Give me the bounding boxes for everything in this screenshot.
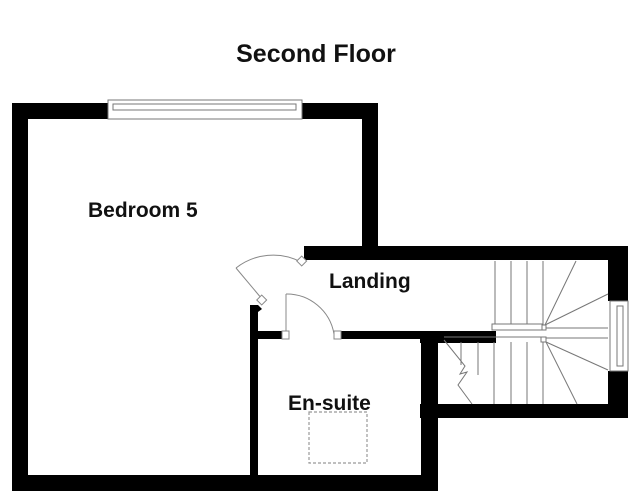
door-bedroom	[235, 254, 308, 306]
wall-partition-left	[250, 305, 258, 480]
door-ensuite	[281, 293, 342, 340]
wall-bottom	[12, 475, 438, 491]
wall-right-upper	[608, 246, 628, 301]
floor-title: Second Floor	[236, 40, 396, 68]
staircase	[443, 260, 609, 405]
ensuite-fixture-outline	[308, 411, 368, 464]
wall-bedroom-top-right	[302, 103, 378, 119]
window-top	[107, 99, 303, 120]
room-label-landing: Landing	[329, 270, 411, 293]
wall-ensuite-right	[421, 333, 438, 491]
walls	[12, 103, 628, 491]
wall-stairs-bottom	[420, 404, 628, 418]
wall-bedroom-right	[362, 103, 378, 258]
wall-landing-top	[304, 246, 628, 260]
wall-bedroom-top-left	[12, 103, 108, 119]
window-right	[609, 300, 629, 372]
room-label-en-suite: En-suite	[288, 392, 371, 415]
wall-ensuite-top-right	[341, 331, 421, 339]
wall-corner-bedroom	[250, 305, 262, 312]
wall-bedroom-left	[12, 103, 28, 491]
room-label-bedroom-5: Bedroom 5	[88, 199, 198, 222]
wall-ensuite-top-left	[256, 331, 282, 339]
